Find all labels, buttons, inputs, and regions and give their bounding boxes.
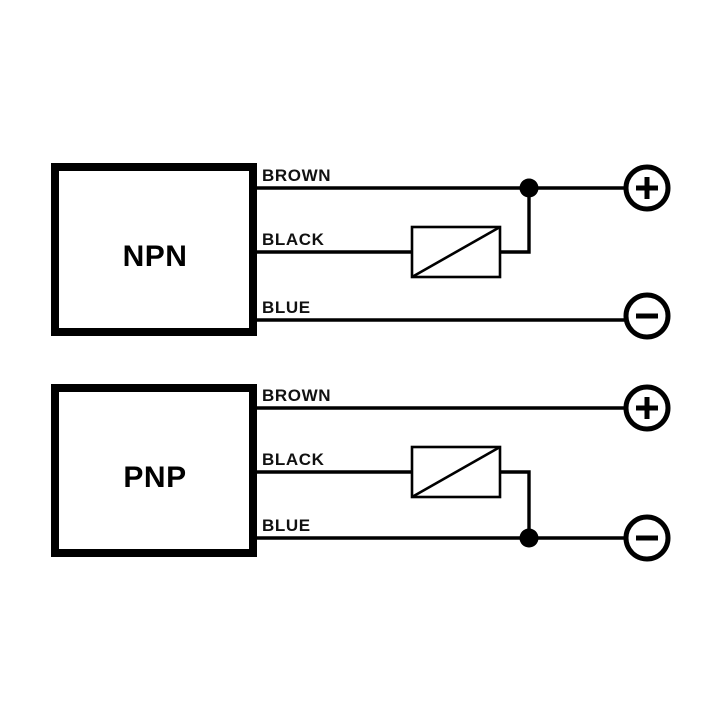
- pnp-negative-terminal[interactable]: [623, 514, 671, 562]
- pnp-black-wire-label: BLACK: [262, 450, 325, 469]
- pnp-positive-terminal[interactable]: [623, 384, 671, 432]
- pnp-brown-wire-label: BROWN: [262, 386, 331, 405]
- pnp-junction-dot: [519, 528, 539, 548]
- npn-negative-terminal[interactable]: [623, 292, 671, 340]
- npn-sensor-label: NPN: [123, 240, 188, 273]
- pnp-circuit-group: PNP: [51, 384, 671, 562]
- npn-circuit-group: NPN: [51, 163, 671, 340]
- pnp-blue-wire-label: BLUE: [262, 516, 311, 535]
- pnp-sensor-label: PNP: [123, 461, 186, 494]
- pnp-load-return-wire: [500, 470, 531, 538]
- npn-junction-dot: [519, 178, 539, 198]
- npn-sensor-box: [51, 163, 257, 336]
- npn-blue-wire-label: BLUE: [262, 298, 311, 317]
- npn-brown-wire-label: BROWN: [262, 166, 331, 185]
- npn-load-diagonal-icon: [411, 225, 501, 279]
- pnp-load-diagonal-icon: [411, 445, 501, 499]
- npn-positive-terminal[interactable]: [623, 164, 671, 212]
- npn-black-wire-label: BLACK: [262, 230, 325, 249]
- npn-load-return-wire: [500, 188, 531, 254]
